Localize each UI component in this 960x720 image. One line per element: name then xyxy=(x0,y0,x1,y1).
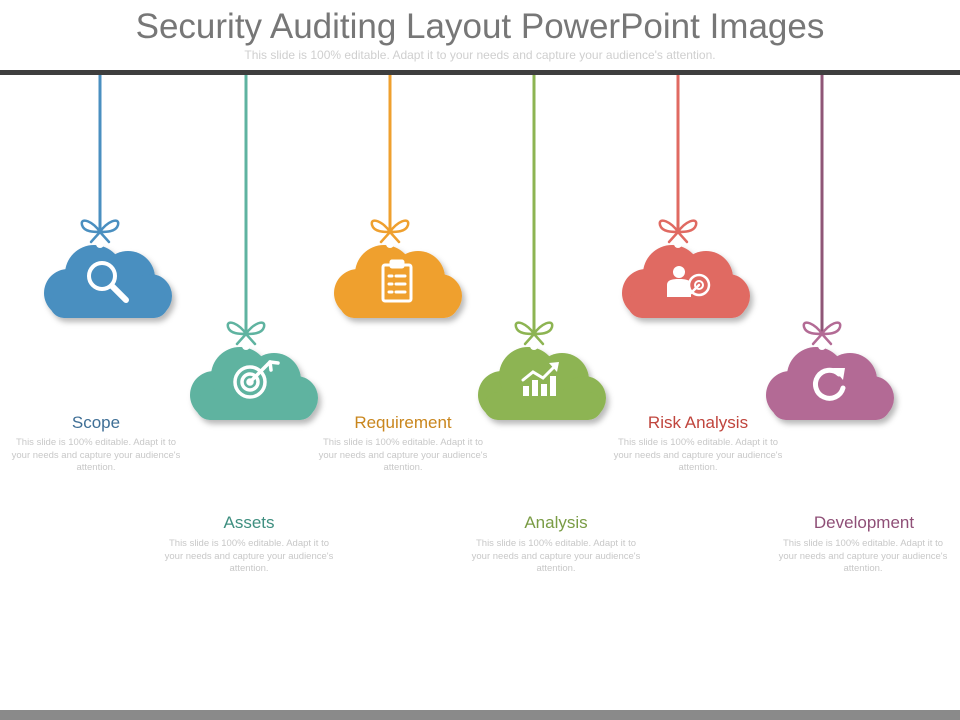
step-3-group xyxy=(334,75,462,318)
tag-hole-4 xyxy=(530,342,538,350)
magnifier-icon xyxy=(87,261,129,303)
step-1-group xyxy=(44,75,172,318)
tag-hole-2 xyxy=(242,342,250,350)
bow-4 xyxy=(514,321,554,346)
step-label-assets: Assets xyxy=(223,513,275,532)
step-desc-requirement: This slide is 100% editable. Adapt it to… xyxy=(318,437,488,473)
cloud-tag-1 xyxy=(44,245,172,318)
step-desc-assets: This slide is 100% editable. Adapt it to… xyxy=(164,538,334,574)
tag-hole-5 xyxy=(674,240,682,248)
cloud-tag-6 xyxy=(766,347,894,420)
step-label-requirement: Requirement xyxy=(354,413,452,432)
step-label-development: Development xyxy=(813,513,915,532)
cloud-tag-4 xyxy=(478,347,606,420)
target-icon xyxy=(233,360,280,399)
bow-2 xyxy=(226,321,266,346)
chart-icon xyxy=(521,362,559,396)
refresh-icon xyxy=(813,367,846,401)
slide-title: Security Auditing Layout PowerPoint Imag… xyxy=(135,7,825,46)
tag-hole-3 xyxy=(386,240,394,248)
user-target-icon xyxy=(667,266,711,297)
step-desc-analysis: This slide is 100% editable. Adapt it to… xyxy=(471,538,641,574)
step-desc-development: This slide is 100% editable. Adapt it to… xyxy=(778,538,948,574)
cloud-tag-2 xyxy=(190,347,318,420)
clipboard-icon xyxy=(381,259,413,303)
cloud-tag-3 xyxy=(334,245,462,318)
bow-5 xyxy=(658,219,698,244)
bottom-bar xyxy=(0,710,960,720)
step-desc-scope: This slide is 100% editable. Adapt it to… xyxy=(11,437,181,473)
step-label-analysis: Analysis xyxy=(524,513,588,532)
step-label-risk-analysis: Risk Analysis xyxy=(647,413,749,432)
step-2-group xyxy=(190,75,318,420)
step-label-scope: Scope xyxy=(71,413,121,432)
step-5-group xyxy=(622,75,750,318)
tag-hole-1 xyxy=(96,240,104,248)
bow-3 xyxy=(370,219,410,244)
slide-subtitle: This slide is 100% editable. Adapt it to… xyxy=(244,48,716,62)
step-4-group xyxy=(478,75,606,420)
step-desc-risk-analysis: This slide is 100% editable. Adapt it to… xyxy=(613,437,783,473)
step-6-group xyxy=(766,75,894,420)
bow-6 xyxy=(802,321,842,346)
top-divider xyxy=(0,70,960,75)
tag-hole-6 xyxy=(818,342,826,350)
bow-1 xyxy=(80,219,120,244)
